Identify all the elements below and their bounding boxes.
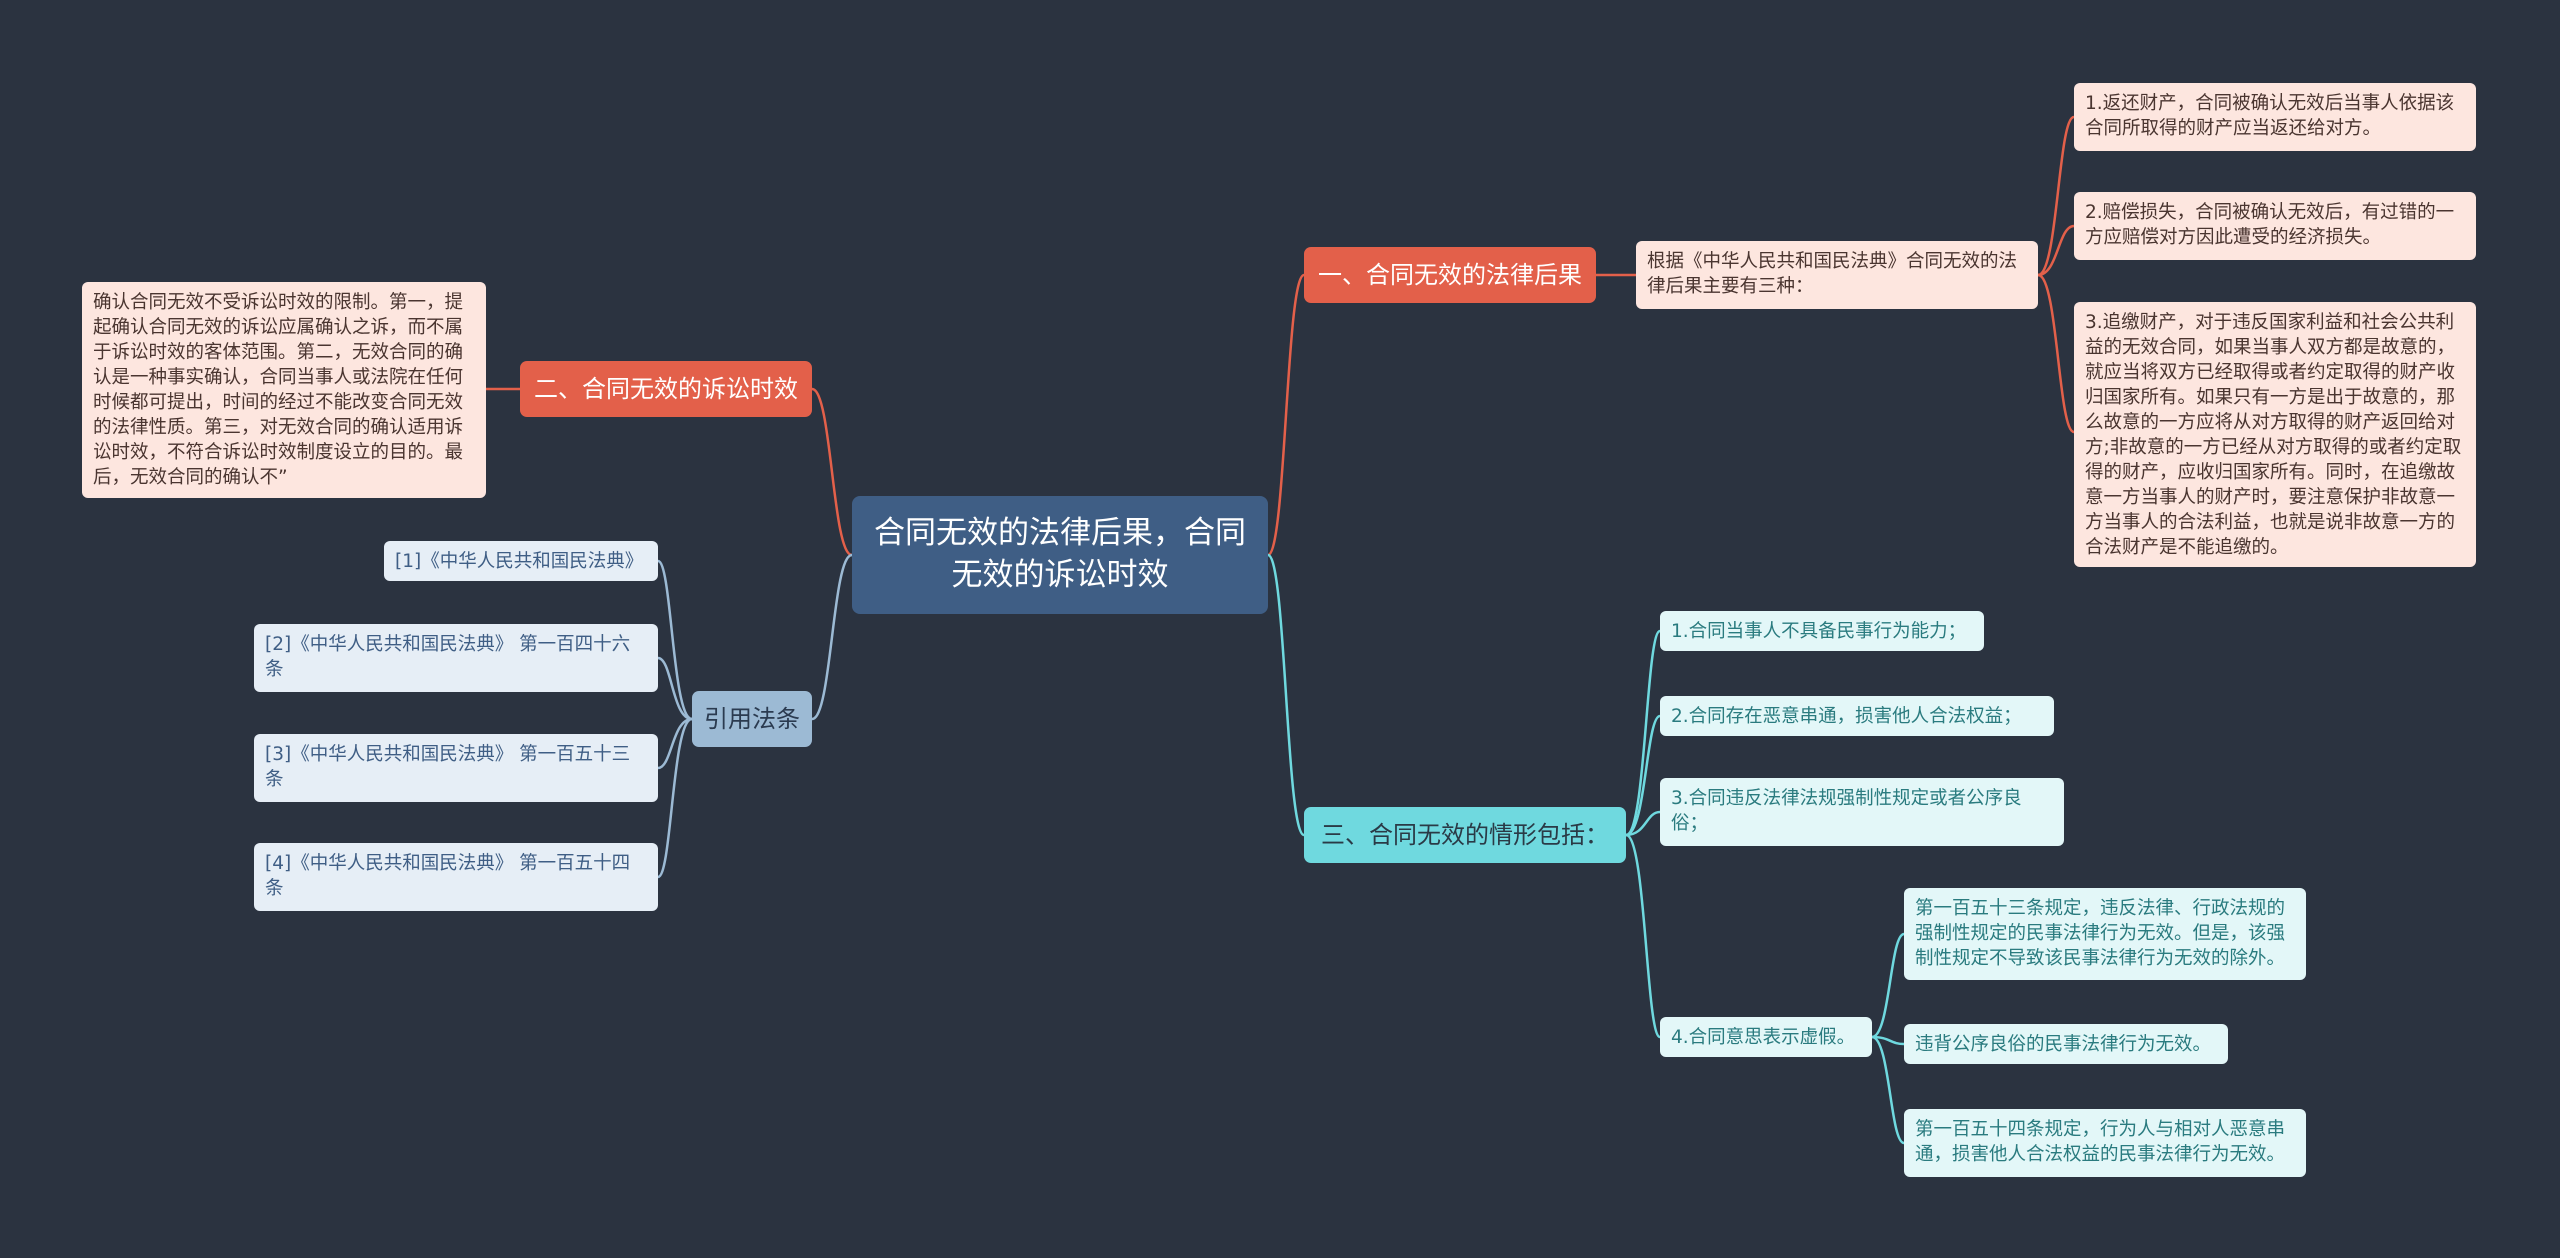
link-center-limitation bbox=[811, 387, 853, 557]
situation-item-3[interactable]: 3.合同违反法律法规强制性规定或者公序良俗； bbox=[1660, 778, 2064, 846]
link-situations-s3 bbox=[1625, 810, 1661, 837]
branch-consequences[interactable]: 一、合同无效的法律后果 bbox=[1304, 247, 1596, 303]
link-center-consequences bbox=[1266, 273, 1306, 557]
link-s4-sub1 bbox=[1871, 932, 1905, 1039]
citation-item-3[interactable]: [3]《中华人民共和国民法典》 第一百五十三条 bbox=[254, 734, 658, 802]
link-center-citations bbox=[811, 553, 853, 721]
situation-sub-item-3[interactable]: 第一百五十四条规定，行为人与相对人恶意串通，损害他人合法权益的民事法律行为无效。 bbox=[1904, 1109, 2306, 1177]
situation-item-1[interactable]: 1.合同当事人不具备民事行为能力； bbox=[1660, 611, 1984, 651]
link-intro-item1 bbox=[2037, 115, 2075, 277]
situation-sub-item-2[interactable]: 违背公序良俗的民事法律行为无效。 bbox=[1904, 1024, 2228, 1064]
link-situations-s4 bbox=[1625, 833, 1662, 1039]
link-situations-s1 bbox=[1625, 629, 1662, 837]
consequences-item-2[interactable]: 2.赔偿损失，合同被确认无效后，有过错的一方应赔偿对方因此遭受的经济损失。 bbox=[2074, 192, 2476, 260]
link-citations-c1 bbox=[656, 559, 693, 721]
link-situations-s2 bbox=[1625, 714, 1661, 837]
link-citations-c2 bbox=[657, 656, 693, 721]
link-intro-item2 bbox=[2037, 224, 2075, 277]
link-s4-sub3 bbox=[1871, 1035, 1905, 1145]
consequences-item-1[interactable]: 1.返还财产，合同被确认无效后当事人依据该合同所取得的财产应当返还给对方。 bbox=[2074, 83, 2476, 151]
consequences-intro[interactable]: 根据《中华人民共和国民法典》合同无效的法律后果主要有三种： bbox=[1636, 241, 2038, 309]
branch-situations[interactable]: 三、合同无效的情形包括： bbox=[1304, 807, 1626, 863]
situation-sub-item-1[interactable]: 第一百五十三条规定，违反法律、行政法规的强制性规定的民事法律行为无效。但是，该强… bbox=[1904, 888, 2306, 980]
link-center-situations bbox=[1266, 553, 1306, 837]
link-citations-c4 bbox=[656, 717, 693, 879]
citation-item-1[interactable]: [1]《中华人民共和国民法典》 bbox=[384, 541, 658, 581]
citation-item-2[interactable]: [2]《中华人民共和国民法典》 第一百四十六条 bbox=[254, 624, 658, 692]
link-intro-item3 bbox=[2037, 273, 2075, 434]
situation-item-4[interactable]: 4.合同意思表示虚假。 bbox=[1660, 1017, 1872, 1057]
branch-citations[interactable]: 引用法条 bbox=[692, 691, 812, 747]
consequences-item-3[interactable]: 3.追缴财产，对于违反国家利益和社会公共利益的无效合同，如果当事人双方都是故意的… bbox=[2074, 302, 2476, 567]
link-s4-sub2 bbox=[1871, 1035, 1905, 1046]
link-citations-c3 bbox=[657, 717, 693, 770]
central-topic[interactable]: 合同无效的法律后果，合同无效的诉讼时效 bbox=[852, 496, 1268, 614]
limitation-text[interactable]: 确认合同无效不受诉讼时效的限制。第一，提起确认合同无效的诉讼应属确认之诉，而不属… bbox=[82, 282, 486, 498]
situation-item-2[interactable]: 2.合同存在恶意串通，损害他人合法权益； bbox=[1660, 696, 2054, 736]
citation-item-4[interactable]: [4]《中华人民共和国民法典》 第一百五十四条 bbox=[254, 843, 658, 911]
branch-limitation[interactable]: 二、合同无效的诉讼时效 bbox=[520, 361, 812, 417]
